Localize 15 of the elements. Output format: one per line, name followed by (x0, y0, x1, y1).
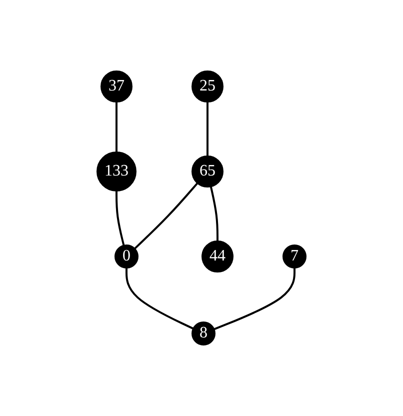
node-circle: 65 (192, 155, 224, 188)
node-circle: 7 (282, 244, 306, 268)
connector (206, 102, 208, 156)
node-circle: 133 (96, 151, 136, 192)
connector (214, 268, 296, 330)
node-circle: 8 (192, 321, 216, 346)
node-circle: 44 (202, 240, 234, 272)
connector (126, 268, 194, 330)
connector (134, 182, 198, 250)
node-circle: 0 (114, 244, 138, 268)
connector (116, 190, 125, 246)
connector (116, 102, 118, 152)
connector (210, 186, 218, 241)
node-circle: 37 (100, 70, 132, 102)
node-circle: 25 (192, 70, 224, 102)
